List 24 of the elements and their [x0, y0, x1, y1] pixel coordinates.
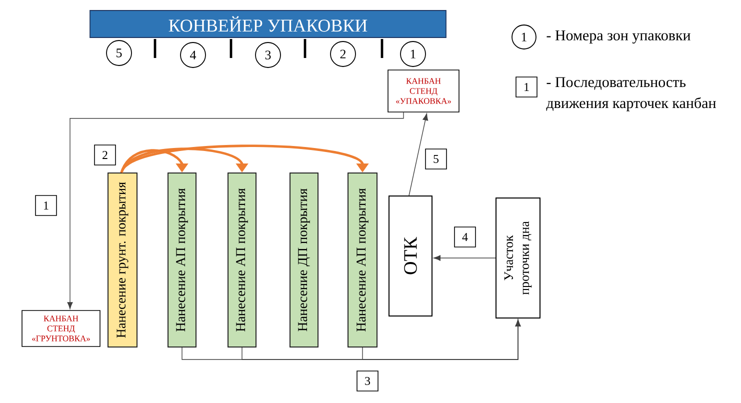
kanban-board-box: КАНБАН СТЕНД «ГРУНТОВКА» — [22, 310, 100, 347]
edge-label: 5 — [425, 148, 447, 170]
arrow — [434, 255, 496, 261]
kanban-board-box: КАНБАН СТЕНД «УПАКОВКА» — [388, 70, 460, 112]
arrow — [362, 320, 521, 360]
arrow — [67, 112, 404, 309]
process-column: Нанесение ДП покрытия — [290, 172, 318, 348]
process-column: Нанесение АП покрытия — [168, 172, 196, 348]
arrow — [120, 148, 248, 174]
legend-text: - Последовательность движения карточек канбан — [546, 77, 716, 112]
edge-label: 2 — [94, 144, 116, 166]
legend-text: - Номера зон упаковки — [546, 30, 690, 44]
arrow — [408, 113, 428, 196]
process-column: Нанесение грунт. покрытия — [108, 172, 138, 348]
arrow — [120, 144, 369, 174]
edge-label: 1 — [35, 195, 57, 216]
arrow — [120, 149, 188, 173]
edge-label: 3 — [356, 370, 378, 392]
conveyor-band: КОНВЕЙЕР УПАКОВКИ — [90, 10, 446, 38]
process-column: Нанесение АП покрытия — [228, 172, 256, 348]
inspection-box: ОТК — [388, 196, 432, 316]
edge-label: 4 — [454, 226, 476, 248]
process-column: Нанесение АП покрытия — [348, 172, 378, 348]
process-box: Участок проточки дна — [496, 198, 540, 318]
